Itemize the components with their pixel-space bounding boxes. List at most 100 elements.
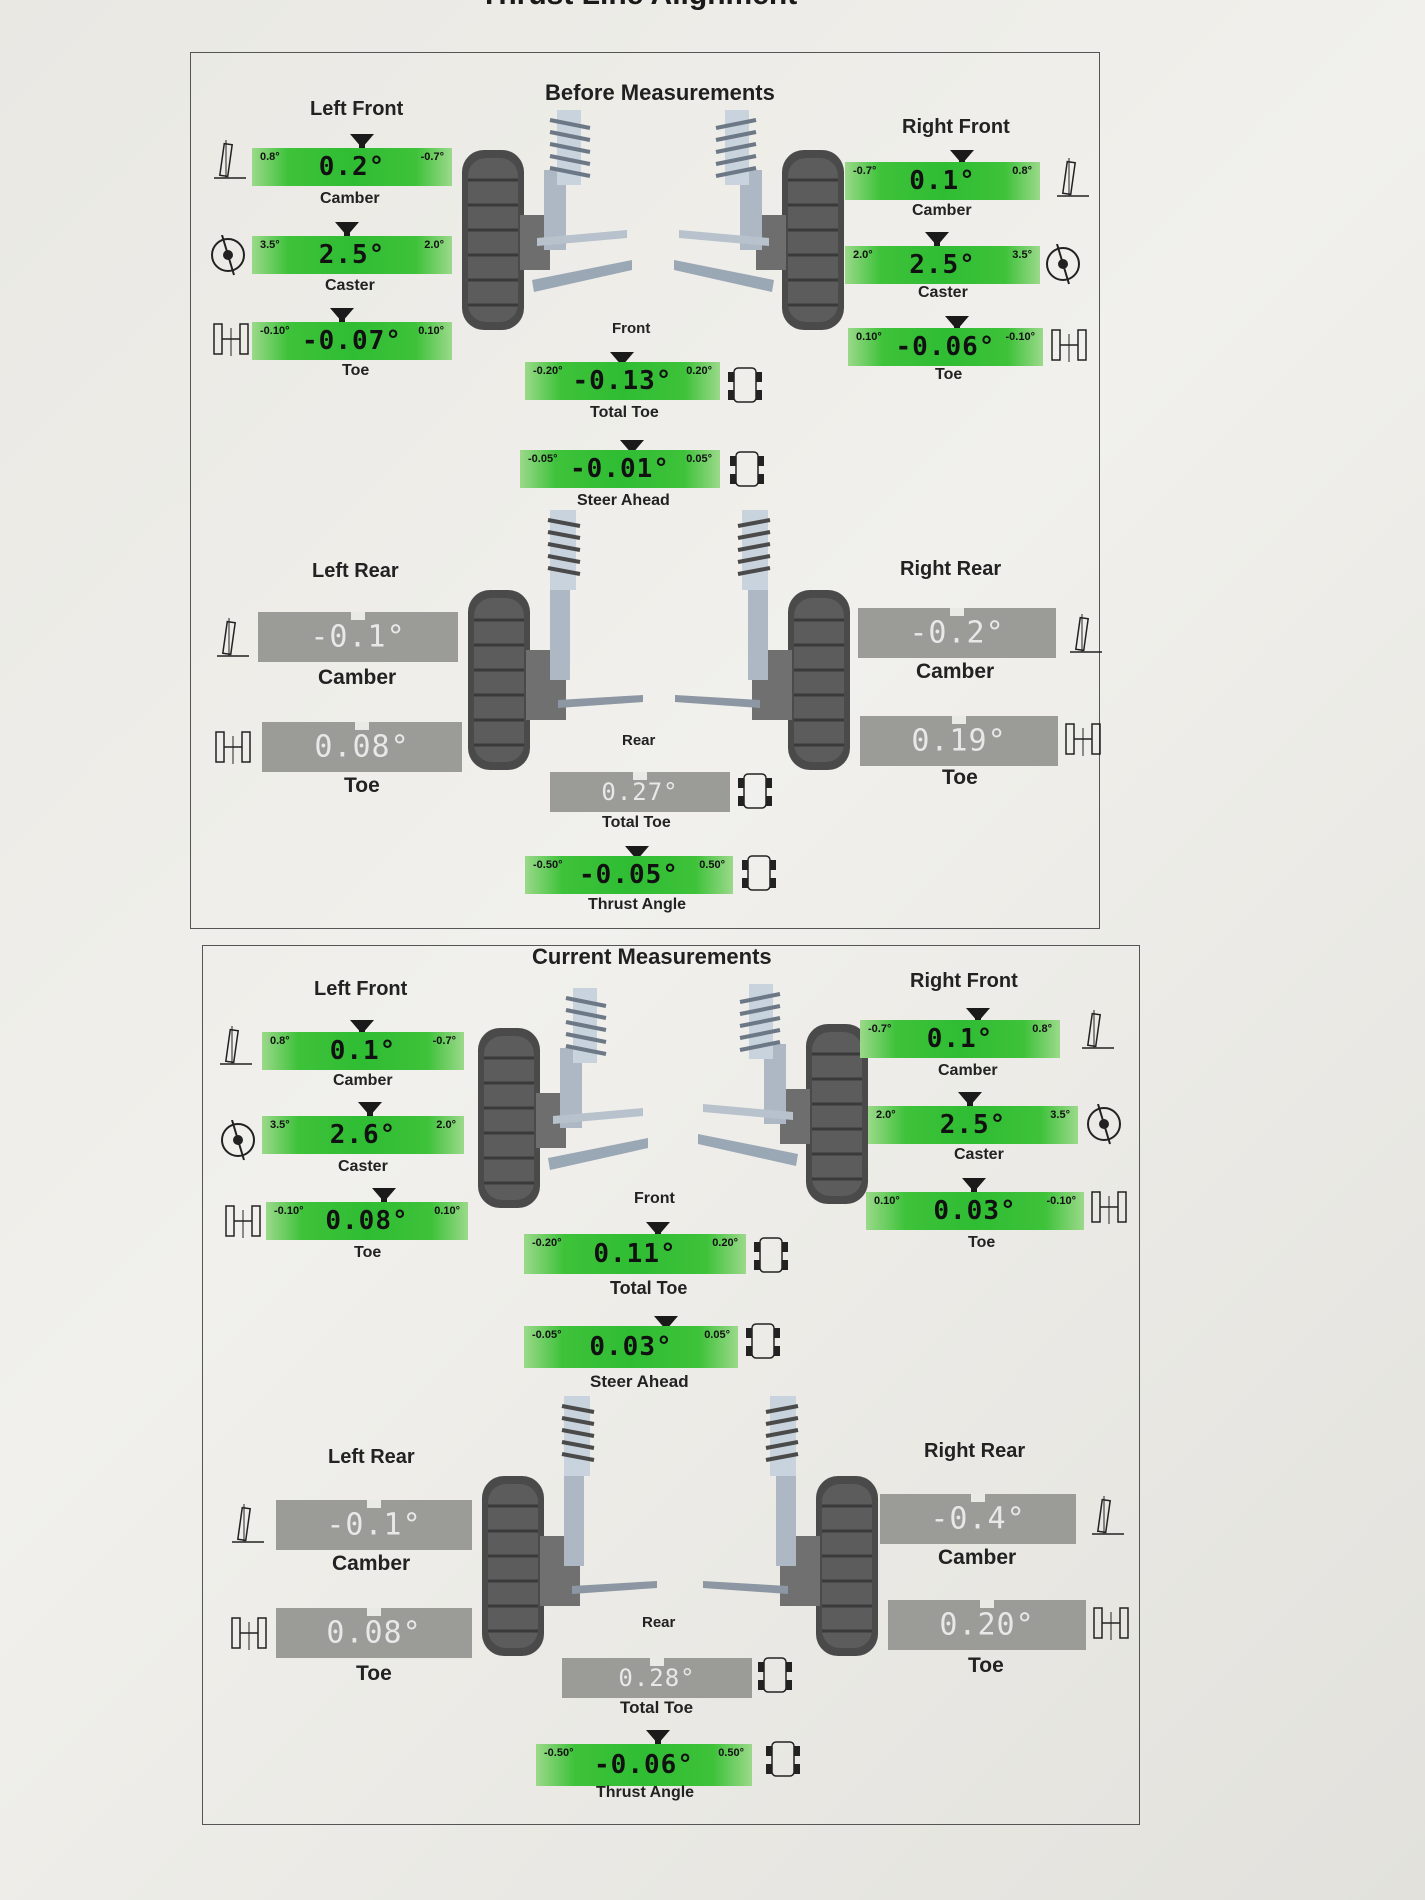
before-thrust-angle-caption: Thrust Angle — [588, 896, 687, 913]
before-rf-toe-caption: Toe — [935, 366, 963, 383]
current-lr-camber-gauge: -0.1° — [276, 1500, 472, 1550]
current-steer-ahead-caption: Steer Ahead — [590, 1372, 689, 1391]
caster-icon — [1046, 244, 1080, 285]
current-steer-ahead-value: 0.03° — [589, 1332, 673, 1362]
car-icon — [727, 367, 763, 403]
current-lf-caster-value: 2.6° — [329, 1120, 397, 1150]
current-rf-caster-caption: Caster — [954, 1146, 1004, 1163]
car-icon — [737, 773, 773, 809]
current-rf-camber-gauge: -0.7° 0.8° 0.1° — [860, 1020, 1060, 1058]
car-icon — [753, 1237, 789, 1273]
current-lf-camber-value: 0.1° — [329, 1036, 397, 1066]
current-rf-toe-gauge: 0.10° -0.10° 0.03° — [866, 1192, 1084, 1230]
before-front-right-suspension-icon — [672, 110, 844, 332]
current-lr-toe-gauge: 0.08° — [276, 1608, 472, 1658]
current-lf-camber-caption: Camber — [333, 1072, 393, 1089]
current-right-rear-label: Right Rear — [924, 1440, 1026, 1462]
before-left-front-label: Left Front — [310, 98, 404, 120]
current-lf-caster-arrow — [358, 1102, 382, 1116]
before-steer-ahead-gauge: -0.05° 0.05° -0.01° — [520, 450, 720, 488]
before-rf-caster-caption: Caster — [918, 284, 968, 301]
document-title: Thrust Line Alignment — [480, 0, 797, 12]
current-lr-toe-caption: Toe — [356, 1662, 392, 1685]
current-front-left-suspension-icon — [478, 988, 650, 1210]
current-front-label: Front — [634, 1190, 675, 1207]
before-lr-camber-value: -0.1° — [310, 619, 406, 655]
before-steer-ahead-value: -0.01° — [570, 454, 670, 484]
before-right-rear-label: Right Rear — [900, 558, 1002, 580]
current-front-total-toe-gauge: -0.20° 0.20° 0.11° — [524, 1234, 746, 1274]
caster-icon — [221, 1120, 255, 1161]
current-rf-camber-caption: Camber — [938, 1062, 998, 1079]
toe-icon — [225, 1205, 261, 1239]
car-icon — [729, 451, 765, 487]
before-front-total-toe-value: -0.13° — [572, 366, 673, 396]
before-rear-total-toe-gauge: 0.27° — [550, 772, 730, 812]
before-rf-caster-gauge: 2.0° 3.5° 2.5° — [845, 246, 1040, 284]
camber-icon — [216, 618, 250, 657]
before-lf-camber-arrow — [350, 134, 374, 148]
current-lf-toe-arrow — [372, 1188, 396, 1202]
current-lf-caster-gauge: 3.5° 2.0° 2.6° — [262, 1116, 464, 1154]
before-lf-toe-caption: Toe — [342, 362, 370, 379]
current-rear-left-suspension-icon — [482, 1396, 659, 1658]
current-lf-camber-arrow — [350, 1020, 374, 1034]
before-rf-caster-arrow — [925, 232, 949, 246]
car-icon — [765, 1741, 801, 1777]
current-rr-camber-gauge: -0.4° — [880, 1494, 1076, 1544]
before-rf-toe-gauge: 0.10° -0.10° -0.06° — [848, 328, 1043, 366]
toe-icon — [215, 731, 251, 765]
before-lf-camber-gauge: 0.8° -0.7° 0.2° — [252, 148, 452, 186]
before-lf-camber-caption: Camber — [320, 190, 380, 207]
before-lf-toe-value: -0.07° — [302, 326, 402, 356]
current-thrust-angle-value: -0.06° — [594, 1750, 694, 1780]
before-rf-toe-arrow — [945, 316, 969, 330]
before-lf-toe-gauge: -0.10° 0.10° -0.07° — [252, 322, 452, 360]
before-front-total-toe-gauge: -0.20° 0.20° -0.13° — [525, 362, 720, 400]
before-frame — [190, 52, 1100, 929]
current-title: Current Measurements — [532, 944, 772, 969]
current-lf-toe-gauge: -0.10° 0.10° 0.08° — [266, 1202, 468, 1240]
camber-icon — [219, 1026, 253, 1065]
current-rr-toe-caption: Toe — [968, 1654, 1004, 1677]
before-rr-toe-gauge: 0.19° — [860, 716, 1058, 766]
current-rf-toe-value: 0.03° — [933, 1196, 1017, 1226]
before-lf-caster-value: 2.5° — [318, 240, 386, 270]
before-rf-camber-value: 0.1° — [909, 166, 976, 196]
current-rr-toe-gauge: 0.20° — [888, 1600, 1086, 1650]
current-lr-camber-caption: Camber — [332, 1552, 411, 1575]
before-rr-camber-value: -0.2° — [909, 615, 1005, 651]
current-front-total-toe-arrow — [646, 1222, 670, 1236]
camber-icon — [231, 1504, 265, 1543]
current-lf-toe-value: 0.08° — [325, 1206, 409, 1236]
before-lf-toe-arrow — [330, 308, 354, 322]
before-rear-total-toe-caption: Total Toe — [602, 814, 671, 831]
current-thrust-angle-caption: Thrust Angle — [596, 1784, 695, 1801]
toe-icon — [1065, 723, 1101, 757]
current-right-front-label: Right Front — [910, 970, 1018, 992]
before-rr-camber-caption: Camber — [916, 660, 995, 683]
current-lf-camber-gauge: 0.8° -0.7° 0.1° — [262, 1032, 464, 1070]
current-left-front-label: Left Front — [314, 978, 408, 1000]
current-thrust-angle-gauge: -0.50° 0.50° -0.06° — [536, 1744, 752, 1786]
toe-icon — [1093, 1607, 1129, 1641]
before-lr-camber-caption: Camber — [318, 666, 397, 689]
car-icon — [741, 855, 777, 891]
before-rr-toe-caption: Toe — [942, 766, 978, 789]
before-lr-toe-value: 0.08° — [314, 729, 410, 765]
before-lr-toe-gauge: 0.08° — [262, 722, 462, 772]
camber-icon — [213, 140, 247, 179]
car-icon — [757, 1657, 793, 1693]
current-rr-camber-value: -0.4° — [930, 1501, 1026, 1537]
current-rf-toe-arrow — [962, 1178, 986, 1192]
current-rf-caster-value: 2.5° — [939, 1110, 1007, 1140]
current-rr-camber-caption: Camber — [938, 1546, 1017, 1569]
before-rear-total-toe-value: 0.27° — [601, 778, 679, 806]
before-front-total-toe-caption: Total Toe — [590, 404, 659, 421]
current-left-rear-label: Left Rear — [328, 1446, 415, 1468]
camber-icon — [1081, 1010, 1115, 1049]
before-rf-camber-gauge: -0.7° 0.8° 0.1° — [845, 162, 1040, 200]
current-rf-toe-caption: Toe — [968, 1234, 996, 1251]
before-right-front-label: Right Front — [902, 116, 1010, 138]
current-rf-camber-value: 0.1° — [926, 1024, 994, 1054]
